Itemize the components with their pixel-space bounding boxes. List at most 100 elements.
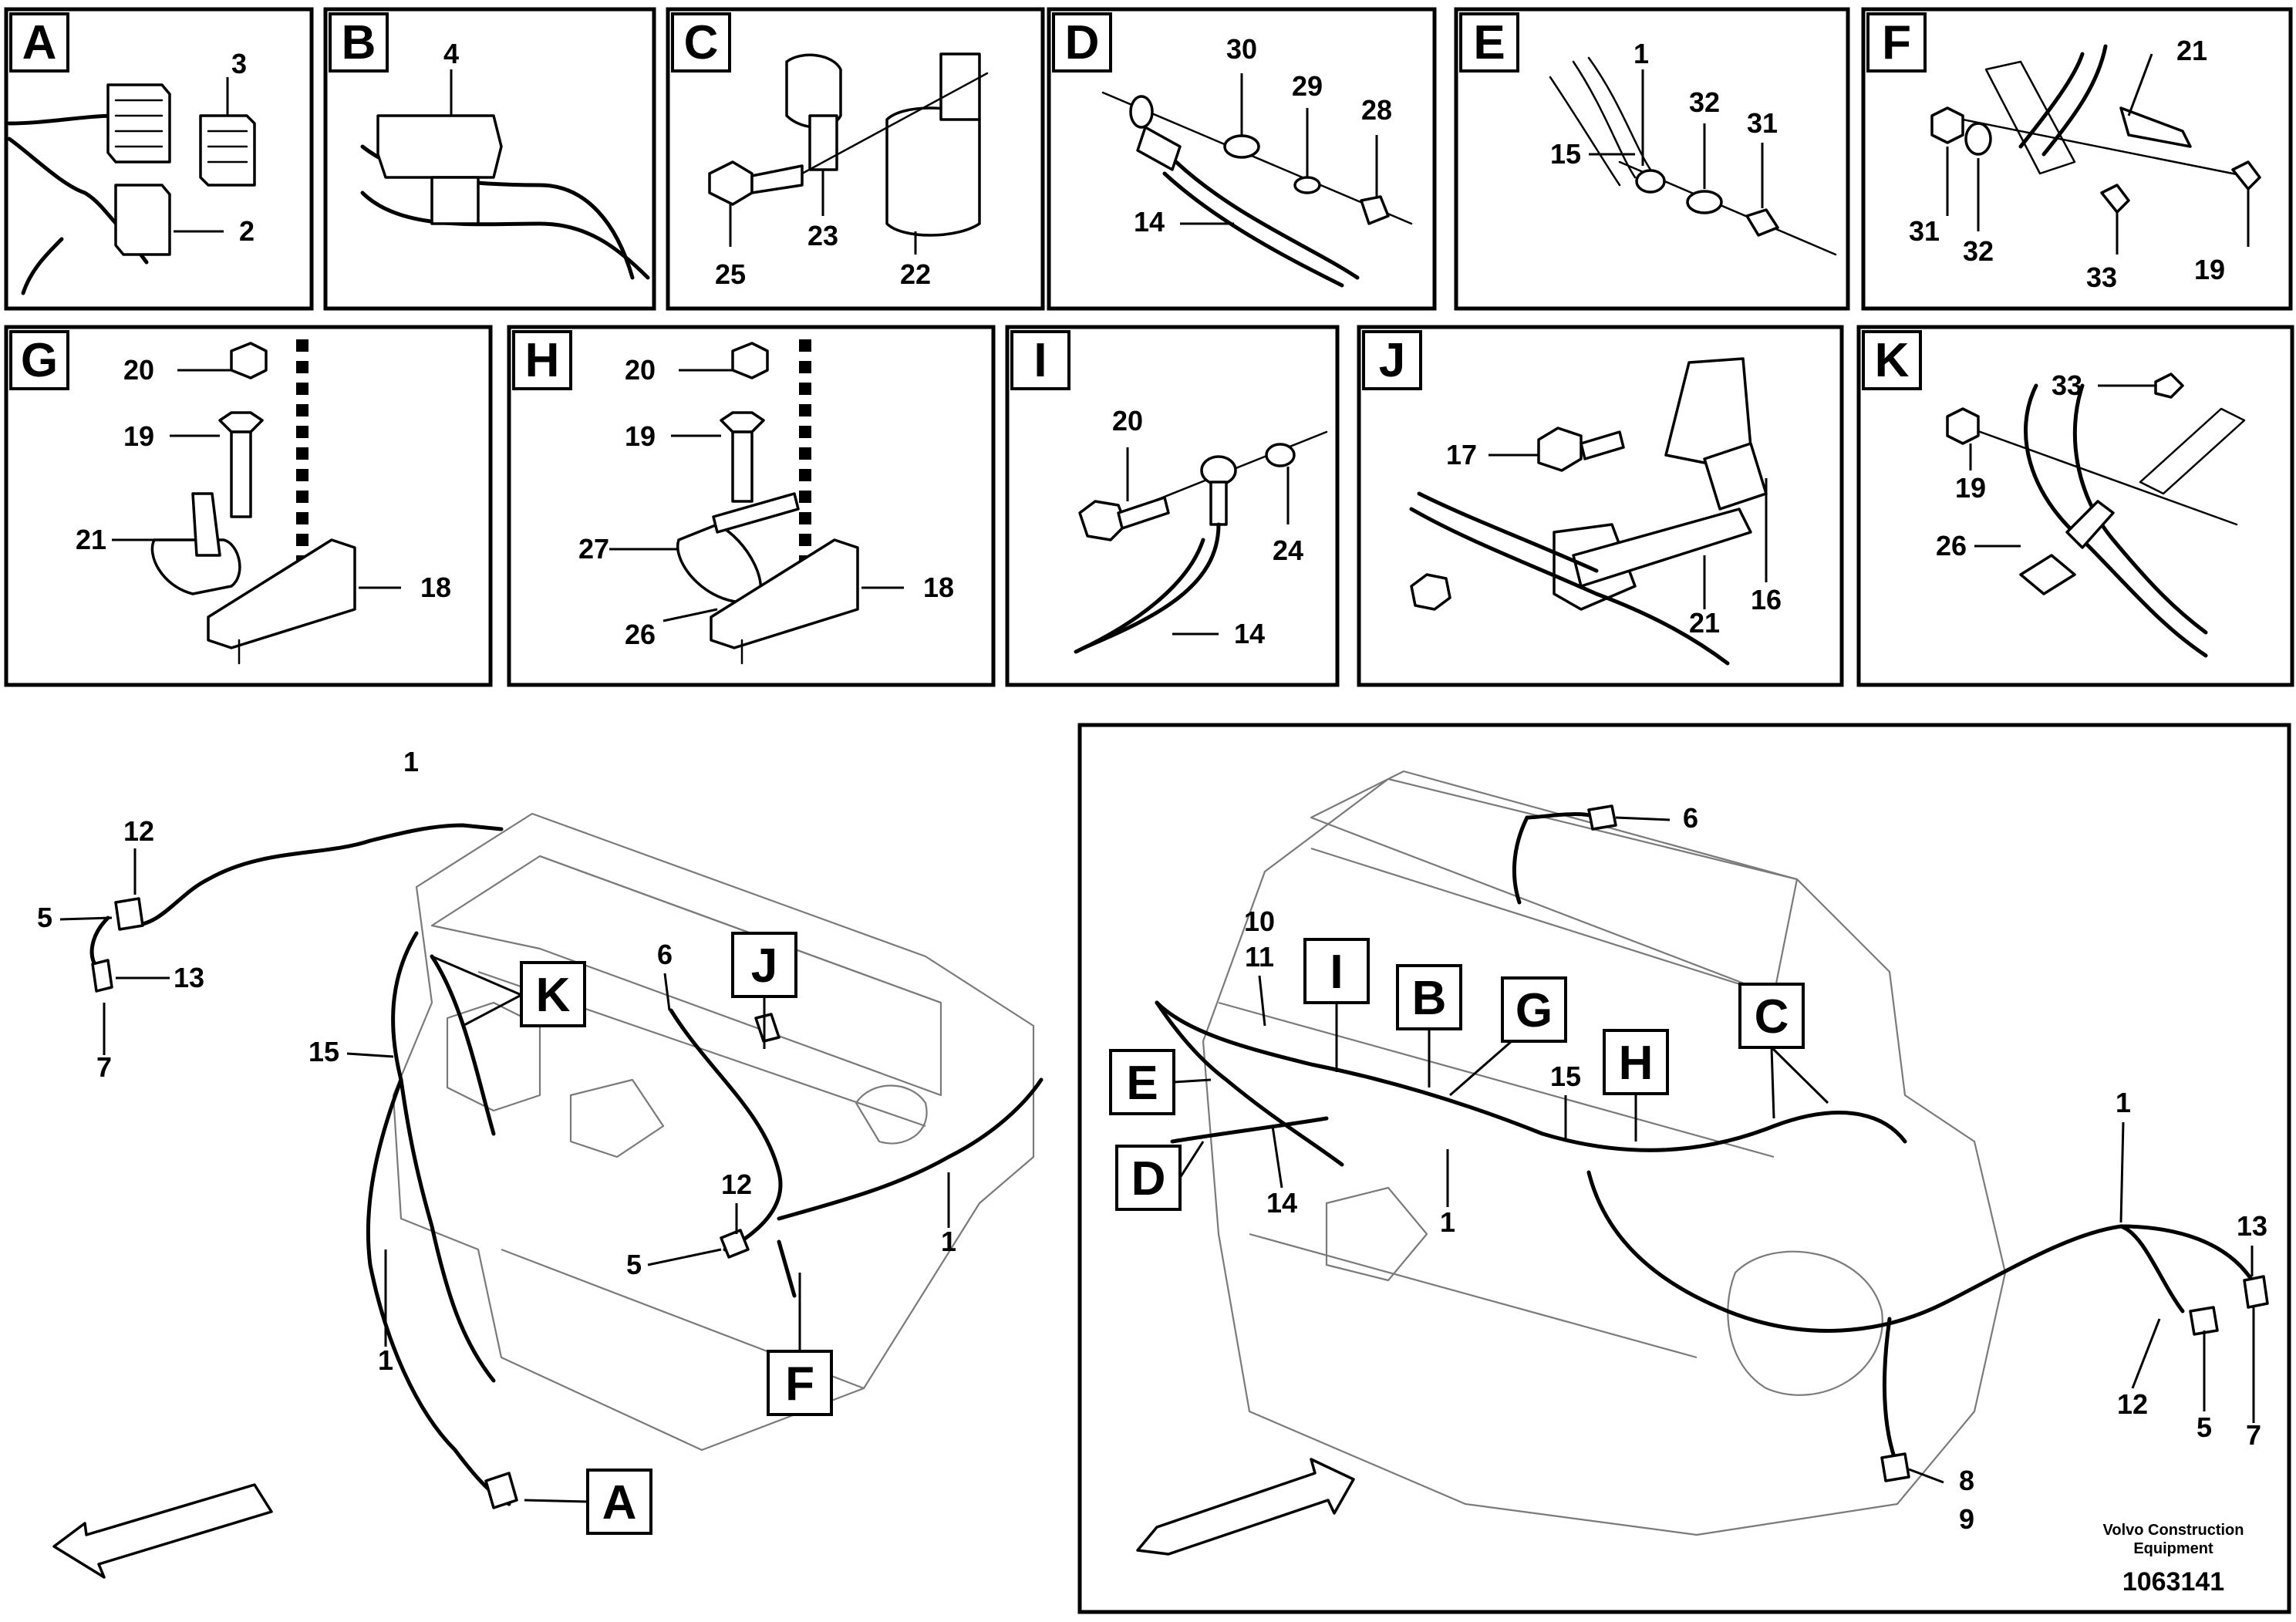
- part-label: 20: [625, 354, 656, 386]
- document-number: 1063141: [2122, 1567, 2224, 1597]
- part-label: 15: [308, 1036, 339, 1067]
- part-label: 1: [403, 746, 419, 777]
- callout-h: H: [1619, 1037, 1654, 1090]
- part-label: 16: [1751, 584, 1782, 615]
- part-label: 1: [2116, 1087, 2131, 1118]
- part-label: 6: [657, 939, 673, 970]
- part-label: 10: [1244, 905, 1275, 937]
- detail-panel-c: C 25 23 22: [666, 7, 1045, 311]
- part-label: 5: [626, 1249, 642, 1280]
- part-label: 19: [1955, 472, 1986, 504]
- detail-panel-h: H 20 19 27 26 18: [507, 325, 996, 687]
- callout-g: G: [1515, 984, 1553, 1037]
- left-engine-view: K J F A 1 12 5 13 7 15 1 6 12 5 1: [37, 746, 1043, 1579]
- part-label: 14: [1134, 206, 1165, 238]
- panel-letter-e: E: [1473, 16, 1505, 69]
- callout-a: A: [602, 1476, 637, 1529]
- panel-letter-f: F: [1882, 16, 1911, 69]
- part-label: 18: [923, 572, 954, 603]
- part-label: 11: [1245, 941, 1274, 973]
- part-label: 21: [2176, 35, 2207, 66]
- part-label: 17: [1446, 439, 1477, 470]
- callout-box-d: [1115, 1145, 1182, 1211]
- part-label: 1: [378, 1344, 393, 1376]
- part-label: 18: [420, 572, 451, 603]
- part-label: 20: [123, 354, 154, 386]
- part-label: 1: [941, 1226, 956, 1257]
- callout-box-f: [767, 1350, 833, 1416]
- detail-panel-i: I 20 24 14: [1005, 325, 1340, 687]
- part-label: 33: [2086, 261, 2117, 293]
- part-label: 31: [1909, 215, 1940, 247]
- callout-i: I: [1330, 946, 1343, 999]
- part-label: 13: [174, 962, 204, 993]
- part-label: 24: [1273, 534, 1303, 566]
- callout-k: K: [536, 969, 571, 1022]
- panel-letter-b: B: [342, 16, 376, 69]
- callout-box-b: [1396, 964, 1462, 1030]
- part-label: 9: [1959, 1503, 1974, 1535]
- part-label: 21: [76, 524, 106, 555]
- part-label: 19: [123, 420, 154, 452]
- callout-b: B: [1412, 972, 1447, 1025]
- detail-panel-d: D 30 29 28 14: [1047, 7, 1437, 311]
- detail-panel-b: B 4: [323, 7, 656, 311]
- part-label: 14: [1266, 1187, 1297, 1219]
- part-label: 25: [715, 258, 746, 290]
- part-label: 29: [1292, 70, 1323, 102]
- part-label: 4: [443, 38, 459, 69]
- part-label: 12: [721, 1168, 752, 1200]
- part-label: 30: [1226, 33, 1257, 65]
- part-label: 32: [1689, 86, 1720, 118]
- detail-panel-e: E 1 15 32 31: [1454, 7, 1850, 311]
- part-label: 7: [2246, 1419, 2261, 1451]
- footer: Volvo Construction Equipment 1063141: [2103, 1522, 2244, 1597]
- part-label: 26: [625, 619, 656, 650]
- panel-letter-a: A: [22, 16, 57, 69]
- detail-panel-j: J 17 16 21: [1357, 325, 1844, 687]
- detail-panel-k: K 33 19 26: [1856, 325, 2294, 687]
- part-label: 7: [96, 1051, 112, 1083]
- part-label: 15: [1550, 1061, 1581, 1092]
- part-label: 22: [900, 258, 931, 290]
- part-label: 14: [1234, 618, 1265, 649]
- part-label: 26: [1936, 530, 1967, 561]
- callout-d: D: [1131, 1152, 1166, 1206]
- detail-panel-f: F 21 31 32 33 19: [1861, 7, 2293, 311]
- part-label: 27: [578, 533, 609, 565]
- panel-letter-g: G: [21, 334, 58, 387]
- part-label: 12: [123, 815, 154, 847]
- part-label: 31: [1747, 107, 1778, 139]
- detail-panel-a: A 3 2: [4, 7, 314, 311]
- part-label: 1: [1440, 1206, 1455, 1238]
- part-label: 28: [1361, 94, 1392, 126]
- part-label: 1: [1633, 38, 1649, 69]
- callout-f: F: [785, 1357, 814, 1411]
- credit-line-2: Equipment: [2133, 1540, 2213, 1557]
- panel-letter-c: C: [684, 16, 719, 69]
- part-label: 6: [1683, 802, 1698, 834]
- part-label: 3: [231, 48, 247, 79]
- callout-e: E: [1126, 1057, 1158, 1110]
- panel-letter-d: D: [1065, 16, 1100, 69]
- part-label: 13: [2237, 1210, 2267, 1242]
- panel-letter-j: J: [1379, 334, 1405, 387]
- part-label: 5: [37, 902, 52, 933]
- part-label: 19: [2194, 254, 2225, 285]
- part-label: 12: [2117, 1388, 2148, 1420]
- part-label: 23: [807, 220, 838, 251]
- part-label: 33: [2052, 369, 2082, 401]
- credit-line-1: Volvo Construction: [2103, 1522, 2244, 1539]
- callout-box-e: [1109, 1049, 1175, 1115]
- right-engine-view: I B G C E H D 6 10 11 15 14 1 1 13 12 5 …: [1077, 723, 2291, 1614]
- part-label: 32: [1963, 235, 1994, 267]
- part-label: 8: [1959, 1465, 1974, 1496]
- part-label: 20: [1112, 405, 1143, 437]
- callout-box-i: [1303, 938, 1370, 1004]
- detail-panel-g: G 20 19 21 18: [4, 325, 493, 687]
- part-label: 19: [625, 420, 656, 452]
- callout-box-k: [520, 961, 586, 1027]
- panel-letter-k: K: [1875, 334, 1910, 387]
- callout-box-g: [1501, 976, 1567, 1043]
